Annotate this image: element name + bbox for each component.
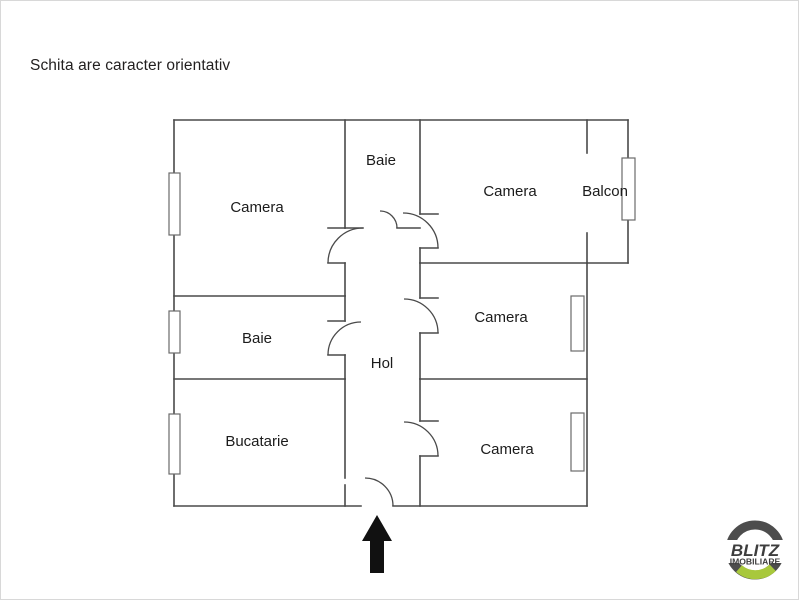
window-camera-top-left — [168, 172, 181, 236]
door-arc-camera-bottom-right — [403, 421, 439, 457]
door-arc-camera-top-left — [327, 227, 364, 264]
room-label-hol: Hol — [371, 355, 394, 372]
blitz-imobiliare-logo: BLITZ IMOBILIARE — [723, 520, 787, 580]
room-label-camera-bottom-right: Camera — [480, 441, 534, 458]
room-label-camera-top-left: Camera — [230, 199, 284, 216]
logo-subtitle: IMOBILIARE — [730, 556, 781, 566]
logo-plate — [723, 540, 787, 563]
door-arc-camera-top-right — [402, 212, 439, 249]
room-labels-group: Camera Baie Camera Balcon Baie Hol Camer… — [225, 152, 628, 458]
window-baie-middle-left — [168, 310, 181, 354]
page-title: Schita are caracter orientativ — [30, 57, 231, 74]
door-arcs-group — [327, 210, 439, 507]
entrance-arrow — [362, 515, 392, 573]
windows-group — [168, 157, 636, 475]
room-label-bucatarie: Bucatarie — [225, 433, 288, 450]
door-arc-baie-middle-left — [327, 321, 362, 356]
room-label-balcon: Balcon — [582, 183, 628, 200]
door-arc-entrance — [364, 477, 394, 507]
room-label-camera-top-right: Camera — [483, 183, 537, 200]
door-arc-baie-top — [379, 210, 398, 229]
room-label-camera-middle-right: Camera — [474, 309, 528, 326]
window-balcon — [621, 157, 636, 221]
logo-brand: BLITZ — [731, 541, 780, 560]
room-label-baie-top: Baie — [366, 152, 396, 169]
window-bucatarie — [168, 413, 181, 475]
window-camera-middle-right — [570, 295, 585, 352]
door-arc-camera-middle-right — [403, 298, 439, 334]
window-camera-bottom-right — [570, 412, 585, 472]
room-label-baie-middle-left: Baie — [242, 330, 272, 347]
logo-ring-accent — [736, 564, 776, 580]
